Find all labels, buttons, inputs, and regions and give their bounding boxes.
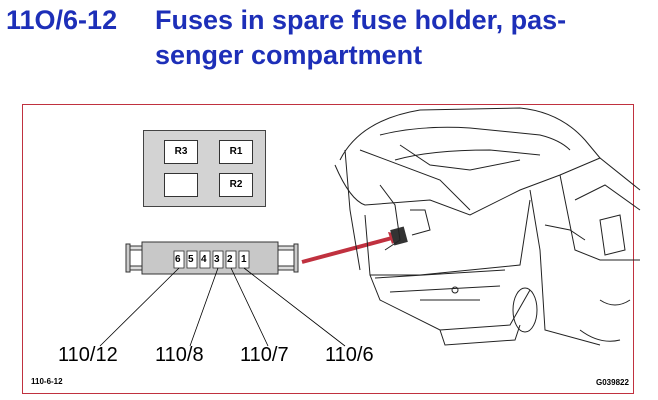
fuse-holder <box>125 241 299 275</box>
location-arrow <box>301 226 408 264</box>
fuse-slot-3: 3 <box>214 254 220 265</box>
leader-lines <box>99 267 346 347</box>
fuse-label-110-6: 110/6 <box>325 344 374 366</box>
relay-r1: R1 <box>219 140 253 164</box>
fuse-slot-4: 4 <box>201 254 207 265</box>
car-rear-illustration <box>334 107 641 346</box>
relay-r3: R3 <box>164 140 198 164</box>
page-title-line-1: Fuses in spare fuse holder, pas- <box>155 5 567 35</box>
figure-ref-left: 110-6-12 <box>31 377 63 386</box>
section-code: 11O/6-12 <box>6 5 118 35</box>
relay-empty <box>164 173 198 197</box>
fuse-slot-5: 5 <box>188 254 194 265</box>
fuse-slot-1: 1 <box>241 254 247 265</box>
figure-ref-right: G039822 <box>596 378 629 387</box>
page-title-line-2: senger compartment <box>155 40 423 70</box>
relay-box: R3 R1 R2 <box>143 130 266 207</box>
fuse-label-110-8: 110/8 <box>155 344 204 366</box>
fuse-label-110-7: 110/7 <box>240 344 289 366</box>
diagram-frame <box>22 104 634 394</box>
fuse-label-110-12: 110/12 <box>58 344 118 366</box>
fuse-slot-2: 2 <box>227 254 233 265</box>
relay-r2: R2 <box>219 173 253 197</box>
fuse-slot-6: 6 <box>175 254 181 265</box>
